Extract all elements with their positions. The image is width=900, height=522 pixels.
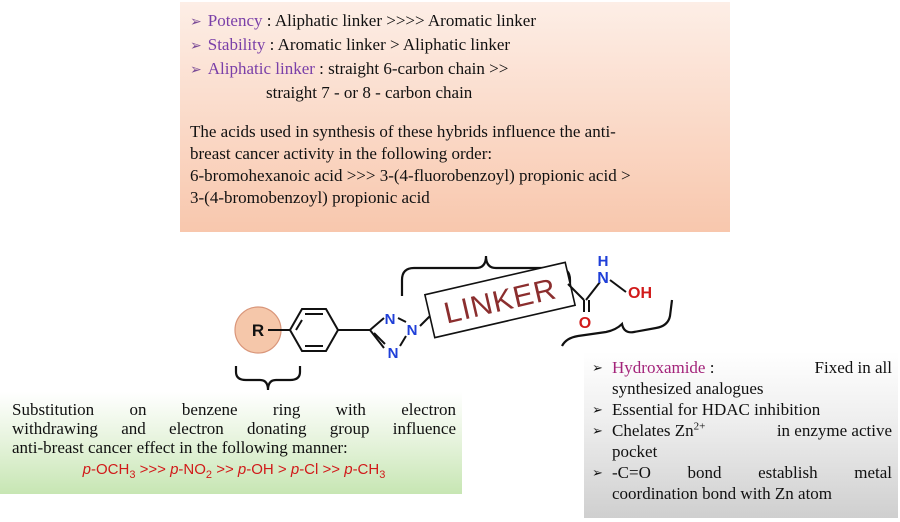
triazole-n3: N [388, 345, 399, 362]
triazole-n2: N [407, 322, 418, 339]
stability-text: Aromatic linker > Aliphatic linker [277, 35, 511, 54]
substituent-order: p-OCH3 >>> p-NO2 >> p-OH > p-Cl >> p-CH3 [82, 461, 386, 481]
triazole-ring [369, 317, 407, 349]
stability-bullet: ➢Stability : Aromatic linker > Aliphatic… [190, 35, 511, 54]
benzene-brace [234, 366, 302, 391]
linker-box: LINKER [423, 261, 577, 339]
benzene-ring [288, 308, 340, 352]
aliphatic-bullet: ➢Aliphatic linker : straight 6-carbon ch… [190, 59, 509, 78]
hydroxamide-brace [561, 299, 674, 347]
hydroxyl-oh: OH [628, 285, 652, 302]
acid-order-paragraph: The acids used in synthesis of these hyb… [190, 122, 631, 207]
potency-bullet: ➢Potency : Aliphatic linker >>>> Aromati… [190, 11, 536, 30]
aliphatic-continuation: straight 7 - or 8 - carbon chain [266, 83, 473, 102]
amide-h: H [598, 253, 609, 270]
potency-text: Aliphatic linker >>>> Aromatic linker [274, 11, 536, 30]
aliphatic-text: straight 6-carbon chain >> [328, 59, 509, 78]
arrow-bullet-icon: ➢ [592, 423, 603, 438]
amide-n: N [597, 270, 609, 287]
arrow-bullet-icon: ➢ [190, 63, 202, 78]
stability-keyword: Stability [207, 35, 266, 54]
triazole-n1: N [385, 311, 396, 328]
arrow-bullet-icon: ➢ [190, 15, 202, 30]
hdac-bullet: ➢ Essential for HDAC inhibition [592, 400, 821, 419]
r-group-label: R [252, 321, 264, 340]
arrow-bullet-icon: ➢ [592, 465, 603, 480]
aliphatic-keyword: Aliphatic linker [207, 59, 315, 78]
arrow-bullet-icon: ➢ [592, 360, 603, 375]
linker-sar-box: ➢Potency : Aliphatic linker >>>> Aromati… [180, 2, 730, 232]
arrow-bullet-icon: ➢ [190, 39, 202, 54]
benzene-substitution-box: Substitution on benzene ring with electr… [0, 392, 462, 494]
carbonyl-o: O [579, 315, 591, 332]
potency-keyword: Potency [207, 11, 263, 30]
arrow-bullet-icon: ➢ [592, 402, 603, 417]
